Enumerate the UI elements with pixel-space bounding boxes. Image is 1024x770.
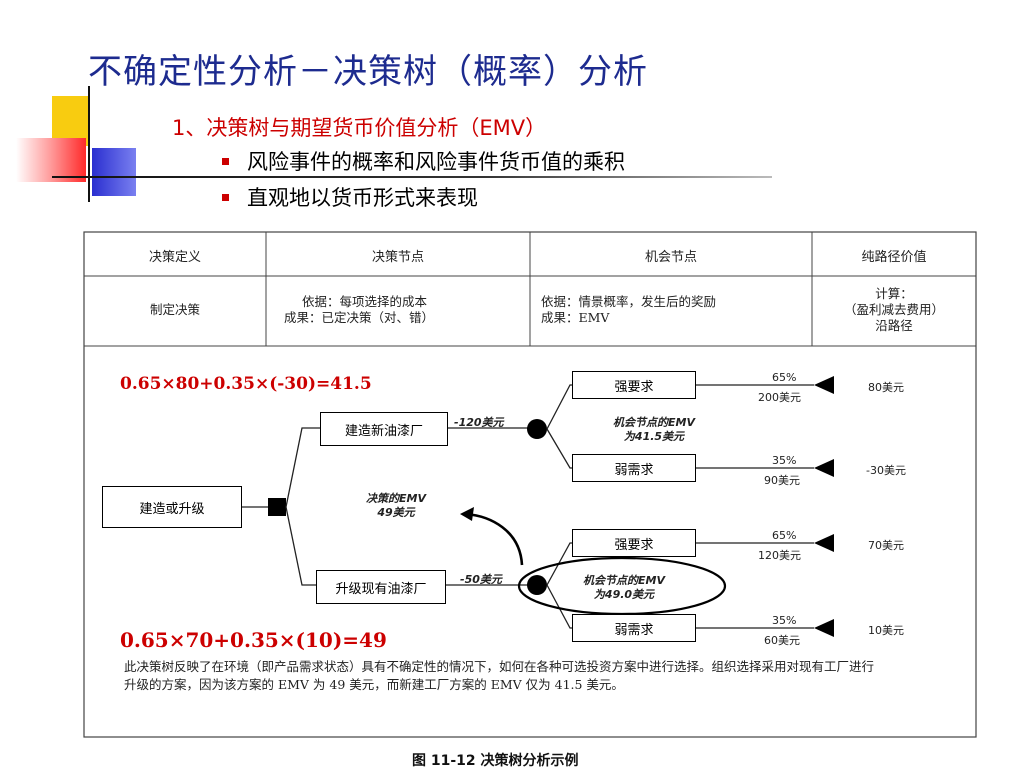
- table-header-cell: 决策节点: [371, 250, 424, 265]
- page-title: 不确定性分析－决策树（概率）分析: [88, 52, 648, 92]
- chance-node-circle: [527, 575, 547, 595]
- table-cell-line: 成果：EMV: [541, 310, 610, 325]
- deco-blue-square: [92, 148, 136, 196]
- table-cell-line: （盈利减去费用）: [843, 302, 944, 317]
- note-line: 机会节点的EMV: [583, 574, 665, 587]
- tree-edge: [285, 427, 320, 508]
- emv-formula-top: 0.65×80+0.35×(-30)=41.5: [120, 374, 372, 394]
- table-cell-line: 计算：: [875, 286, 913, 301]
- table-cell-line: 依据：每项选择的成本: [302, 294, 428, 309]
- option-box-upgrade: 升级现有油漆厂: [316, 570, 446, 604]
- probability-label: 35%: [772, 614, 797, 627]
- note-line: 决策的EMV: [366, 492, 426, 505]
- payoff-label: 200美元: [758, 391, 801, 404]
- terminal-triangle-icon: [814, 619, 834, 637]
- deco-yellow-square: [52, 96, 90, 146]
- net-path-value: 70美元: [868, 539, 904, 552]
- table-cell-line: 成果：已定决策（对、错）: [284, 310, 435, 325]
- net-path-value: -30美元: [866, 464, 906, 477]
- table-cell: 制定决策: [149, 302, 200, 317]
- tree-edge: [546, 584, 572, 629]
- table-header-cell: 决策定义: [148, 250, 201, 265]
- terminal-triangle-icon: [814, 376, 834, 394]
- payoff-label: 60美元: [764, 634, 800, 647]
- bullet-square-icon: [222, 193, 229, 201]
- probability-label: 35%: [772, 454, 797, 467]
- chance-emv-note: 机会节点的EMV 为41.5美元: [592, 416, 716, 444]
- outcome-box: 强要求: [572, 529, 696, 557]
- table-header-cell: 纯路径价值: [861, 250, 927, 265]
- terminal-triangle-icon: [814, 459, 834, 477]
- tree-edge: [285, 506, 316, 586]
- note-line: 机会节点的EMV: [613, 416, 695, 429]
- table-cell-line: 依据：情景概率，发生后的奖励: [541, 294, 717, 309]
- payoff-label: 120美元: [758, 549, 801, 562]
- option-box-build-new: 建造新油漆厂: [320, 412, 448, 446]
- note-line: 49美元: [377, 506, 415, 519]
- arrow-head-icon: [460, 507, 474, 521]
- decision-emv-note: 决策的EMV 49美元: [346, 492, 446, 520]
- curved-arrow: [465, 512, 524, 566]
- tree-edge: [546, 428, 572, 469]
- root-decision-box: 建造或升级: [102, 486, 242, 528]
- decision-node-square: [268, 498, 286, 516]
- figure-caption: 图 11-12 决策树分析示例: [412, 753, 579, 769]
- bullet-text: 风险事件的概率和风险事件货币值的乘积: [247, 150, 625, 174]
- option-cost-label: -50美元: [460, 573, 502, 586]
- figure-description: 此决策树反映了在环境（即产品需求状态）具有不确定性的情况下，如何在各种可选投资方…: [124, 659, 875, 692]
- bullet-square-icon: [222, 157, 229, 165]
- probability-label: 65%: [772, 371, 797, 384]
- note-line: 为41.5美元: [623, 430, 685, 443]
- table-cell: 依据：每项选择的成本 成果：已定决策（对、错）: [284, 294, 524, 326]
- chance-node-circle: [527, 419, 547, 439]
- deco-vertical-line: [88, 86, 90, 202]
- bullet-text: 直观地以货币形式来表现: [247, 186, 478, 210]
- outcome-box: 弱需求: [572, 454, 696, 482]
- tree-edge: [546, 384, 572, 430]
- bullet-item: 直观地以货币形式来表现: [222, 182, 478, 212]
- payoff-label: 90美元: [764, 474, 800, 487]
- table-cell-line: 沿路径: [875, 318, 913, 333]
- chance-emv-note: 机会节点的EMV 为49.0美元: [572, 574, 676, 602]
- note-line: 为49.0美元: [593, 588, 655, 601]
- table-cell: 计算： （盈利减去费用） 沿路径: [812, 286, 976, 334]
- table-header-cell: 机会节点: [644, 250, 697, 265]
- outcome-box: 弱需求: [572, 614, 696, 642]
- probability-label: 65%: [772, 529, 797, 542]
- table-cell: 依据：情景概率，发生后的奖励 成果：EMV: [541, 294, 807, 326]
- deco-red-bar: [16, 138, 86, 182]
- section-subtitle: 1、决策树与期望货币价值分析（EMV）: [172, 116, 547, 140]
- tree-edge: [546, 542, 572, 586]
- net-path-value: 80美元: [868, 381, 904, 394]
- terminal-triangle-icon: [814, 534, 834, 552]
- deco-horizontal-line: [52, 176, 772, 178]
- net-path-value: 10美元: [868, 624, 904, 637]
- option-cost-label: -120美元: [454, 416, 504, 429]
- emv-formula-bottom: 0.65×70+0.35×(10)=49: [120, 628, 387, 652]
- bullet-item: 风险事件的概率和风险事件货币值的乘积: [222, 146, 625, 176]
- outcome-box: 强要求: [572, 371, 696, 399]
